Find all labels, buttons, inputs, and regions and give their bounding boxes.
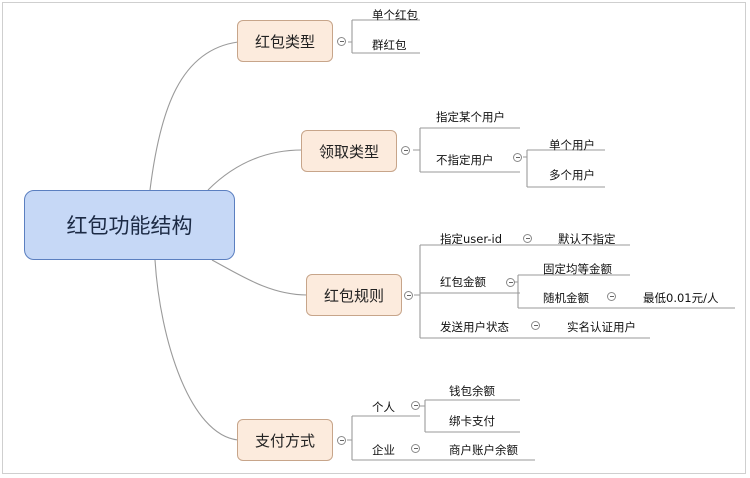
leaf-enterprise[interactable]: 企业 <box>372 443 395 457</box>
branch-claim-type[interactable]: 领取类型 <box>301 130 397 172</box>
leaf-sender-status[interactable]: 发送用户状态 <box>440 320 509 334</box>
collapse-toggle-icon[interactable] <box>337 37 346 46</box>
diagram-frame <box>2 2 746 474</box>
collapse-toggle-icon[interactable] <box>607 292 616 301</box>
leaf-single-packet[interactable]: 单个红包 <box>372 8 418 22</box>
collapse-toggle-icon[interactable] <box>523 234 532 243</box>
leaf-unspecified-user[interactable]: 不指定用户 <box>436 153 494 167</box>
collapse-toggle-icon[interactable] <box>411 444 420 453</box>
leaf-fixed-amount[interactable]: 固定均等金额 <box>543 262 612 276</box>
leaf-default-unspecified[interactable]: 默认不指定 <box>558 232 616 246</box>
leaf-min-amount[interactable]: 最低0.01元/人 <box>643 291 719 305</box>
collapse-toggle-icon[interactable] <box>401 146 410 155</box>
leaf-specify-userid[interactable]: 指定user-id <box>440 232 502 246</box>
collapse-toggle-icon[interactable] <box>531 321 540 330</box>
leaf-single-user[interactable]: 单个用户 <box>549 138 595 152</box>
collapse-toggle-icon[interactable] <box>337 436 346 445</box>
leaf-specific-user[interactable]: 指定某个用户 <box>436 110 505 124</box>
leaf-group-packet[interactable]: 群红包 <box>372 38 407 52</box>
collapse-toggle-icon[interactable] <box>411 401 420 410</box>
branch-payment-method[interactable]: 支付方式 <box>237 419 333 461</box>
branch-red-packet-rules[interactable]: 红包规则 <box>306 274 402 316</box>
leaf-merchant-balance[interactable]: 商户账户余额 <box>449 443 518 457</box>
branch-red-packet-type[interactable]: 红包类型 <box>237 20 333 62</box>
leaf-multi-user[interactable]: 多个用户 <box>549 168 595 182</box>
collapse-toggle-icon[interactable] <box>513 153 522 162</box>
root-node[interactable]: 红包功能结构 <box>24 190 235 260</box>
leaf-bind-card[interactable]: 绑卡支付 <box>449 414 495 428</box>
leaf-random-amount[interactable]: 随机金额 <box>543 291 589 305</box>
leaf-personal[interactable]: 个人 <box>372 400 395 414</box>
leaf-wallet-balance[interactable]: 钱包余额 <box>449 384 495 398</box>
collapse-toggle-icon[interactable] <box>404 291 413 300</box>
leaf-packet-amount[interactable]: 红包金额 <box>440 275 486 289</box>
collapse-toggle-icon[interactable] <box>506 278 515 287</box>
leaf-realname-user[interactable]: 实名认证用户 <box>567 320 636 334</box>
